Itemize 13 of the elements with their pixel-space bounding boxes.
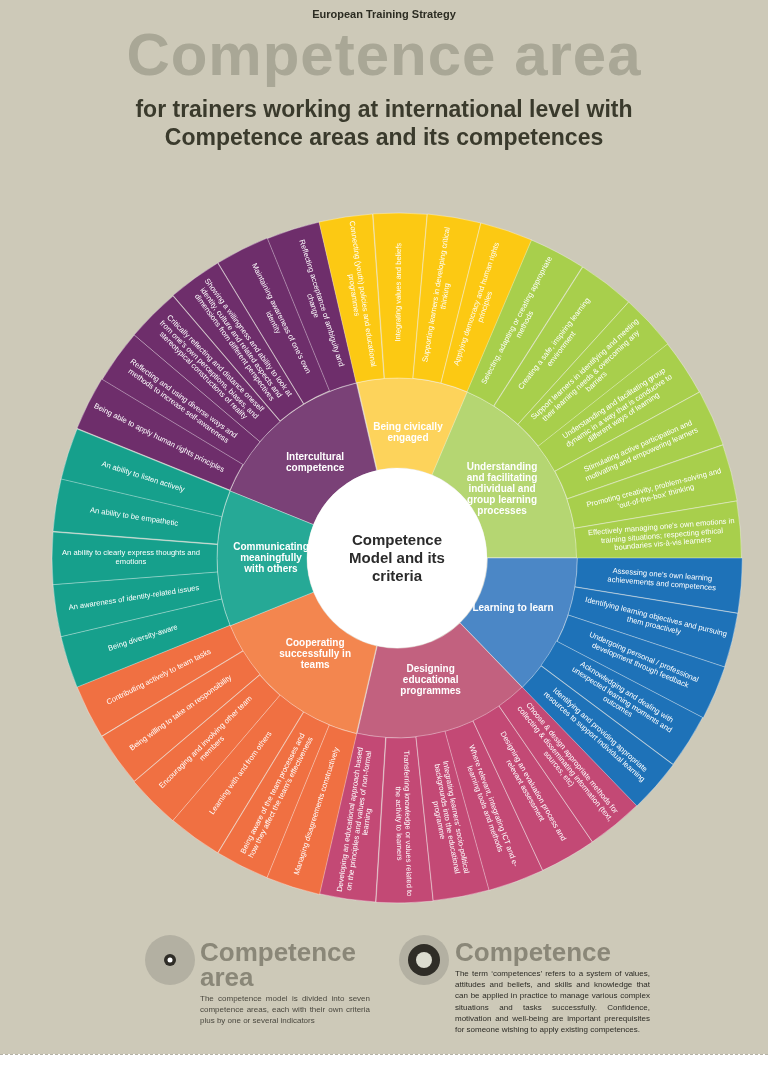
title: for trainers working at international level with Competence areas and its competences — [134, 96, 634, 152]
area-label: Intercultural competence — [284, 451, 346, 474]
center-label: Competence Model and its criteria — [348, 531, 446, 585]
note-heading: Competence — [455, 940, 613, 965]
area-label: Designing educational programmes — [399, 662, 462, 696]
area-label: Understanding and facilitating individual and group learning processes — [465, 460, 539, 516]
note-text: The term ‘competences’ refers to a system of values, attitudes and beliefs, and skills and knowledge that can be applied in practice to manage various complex situations and tasks successfully. Confidence, motivation and well-being are important prerequisites for someone wishing to apply existing competences. — [455, 968, 650, 1036]
area-label: Being civically engaged — [372, 421, 444, 444]
area-label: Learning to learn — [471, 601, 555, 613]
area-label: Cooperating successfully in teams — [278, 637, 352, 671]
supertitle: European Training Strategy — [311, 8, 457, 20]
note-heading: Competence area — [200, 940, 358, 990]
note-text: The competence model is divided into seven competence areas, each with their own criteria plus by one or several indicators — [200, 993, 370, 1027]
